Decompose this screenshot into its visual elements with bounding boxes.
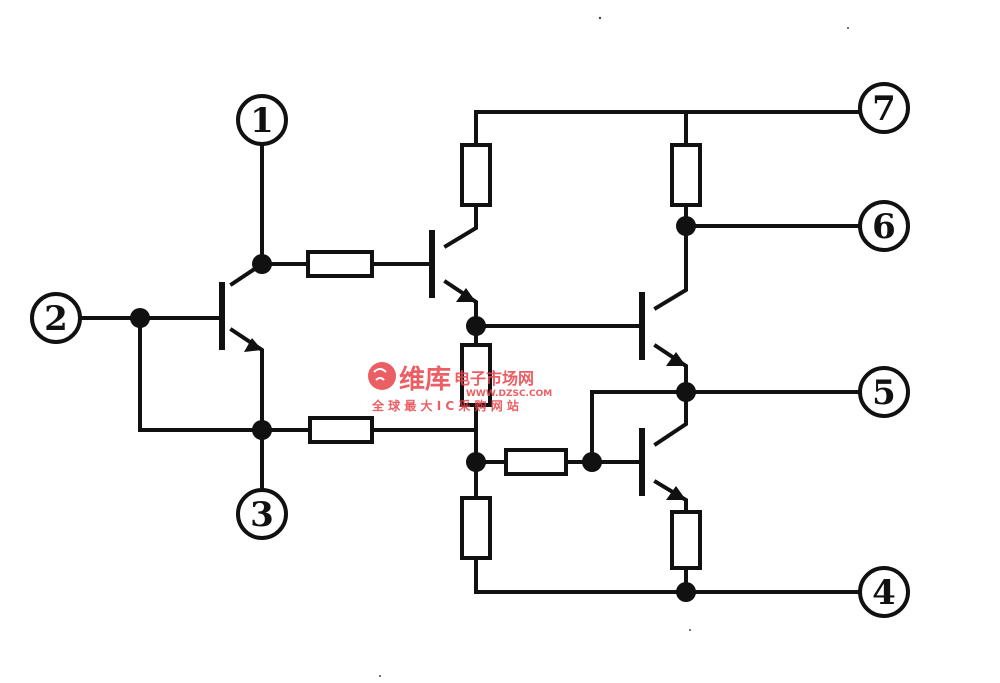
watermark-tagline: 全 球 最 大 I C 采 购 网 站 [371, 398, 519, 413]
pin-2-label: 2 [44, 299, 68, 339]
transistor-q1 [219, 282, 262, 352]
wire-pin2-loop [138, 316, 264, 432]
pin-2: 2 [30, 292, 82, 344]
resistor-r4-top-right [670, 143, 702, 207]
resistor-r1 [306, 250, 374, 278]
wire-q3c [653, 224, 688, 311]
resistor-r7-bottom-left [460, 496, 492, 560]
transistor-q3 [639, 292, 686, 366]
pin-5: 5 [858, 366, 910, 418]
wire-pin6 [684, 203, 862, 228]
pin-5-label: 5 [872, 373, 896, 413]
pin-7-label: 7 [872, 89, 896, 129]
watermark-brand: 维库 [399, 364, 451, 395]
pin-6: 6 [858, 200, 910, 252]
scan-specks [379, 16, 849, 677]
wire-q4c [653, 390, 688, 447]
pin-1-label: 1 [250, 101, 274, 141]
resistor-r8-bottom-right [670, 510, 702, 570]
watermark-logo-icon [368, 362, 396, 390]
resistors [306, 143, 702, 570]
pin-3-label: 3 [250, 495, 274, 535]
wire-q2c [443, 203, 478, 249]
pin-4: 4 [858, 566, 910, 618]
pin-3: 3 [236, 488, 288, 540]
pin-6-label: 6 [872, 207, 896, 247]
pin-4-label: 4 [872, 573, 896, 613]
wire-bottom-left [474, 556, 688, 594]
resistor-r2 [308, 416, 374, 444]
transistor-q4 [639, 428, 686, 500]
junction-nodes [130, 216, 696, 602]
transistors [219, 230, 686, 500]
watermark-site: WWW.DZSC.COM [466, 389, 552, 399]
pin-1: 1 [236, 94, 288, 146]
watermark: 维库 电子市场网 WWW.DZSC.COM 全 球 最 大 I C 采 购 网 … [368, 362, 552, 413]
transistor-q2 [429, 230, 476, 302]
pin-7: 7 [858, 82, 910, 134]
resistor-r5-mid [460, 343, 492, 407]
wire-q4b-up [590, 390, 688, 464]
resistor-r3-top-left [460, 143, 492, 207]
resistor-r6-horizontal [504, 448, 568, 476]
watermark-brand-suffix: 电子市场网 [454, 369, 534, 388]
